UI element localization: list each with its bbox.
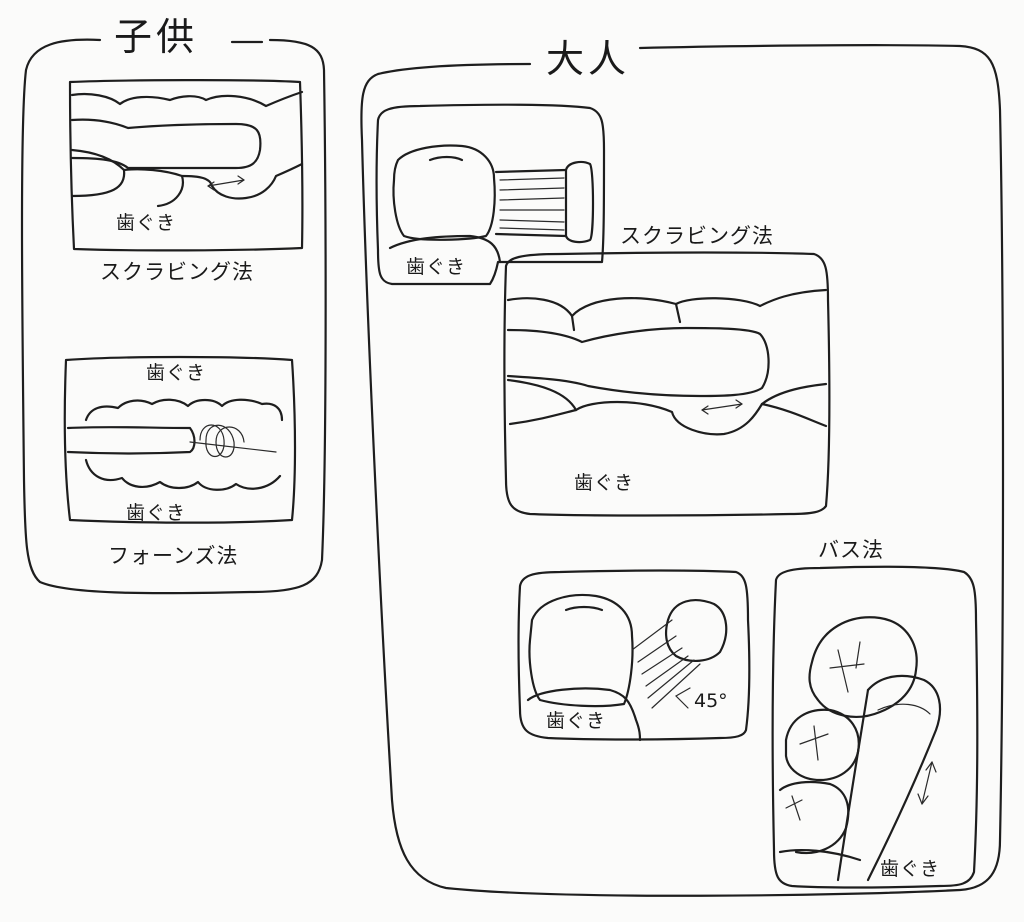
adult-bass-close-gum-label: 歯ぐき xyxy=(880,858,941,880)
adult-bass-side-gum-label: 歯ぐき xyxy=(546,710,607,732)
adult-section-title: 大人 xyxy=(540,40,637,78)
child-scrubbing-panel xyxy=(68,79,304,252)
child-fones-gum-bottom-label: 歯ぐき xyxy=(126,502,187,524)
adult-scrubbing-panel xyxy=(503,251,831,517)
adult-scrubbing-method-label: スクラビング法 xyxy=(620,224,774,248)
child-fones-method-label: フォーンズ法 xyxy=(108,544,239,568)
adult-bass-method-label: バス法 xyxy=(818,538,884,562)
adult-section-frame xyxy=(360,44,1005,897)
child-fones-gum-top-label: 歯ぐき xyxy=(146,362,207,384)
adult-bass-close-panel xyxy=(771,565,979,889)
child-fones-panel xyxy=(63,355,297,524)
child-scrubbing-method-label: スクラビング法 xyxy=(100,260,254,284)
child-section-title: 子供 xyxy=(108,18,205,56)
adult-bass-side-panel xyxy=(517,569,751,742)
adult-side-gum-label: 歯ぐき xyxy=(406,256,467,278)
adult-scrubbing-gum-label: 歯ぐき xyxy=(574,472,635,494)
child-scrubbing-gum-label: 歯ぐき xyxy=(116,212,177,234)
adult-bass-angle-label: 45° xyxy=(694,690,728,712)
adult-side-panel xyxy=(375,103,606,286)
child-section-frame xyxy=(20,38,327,595)
